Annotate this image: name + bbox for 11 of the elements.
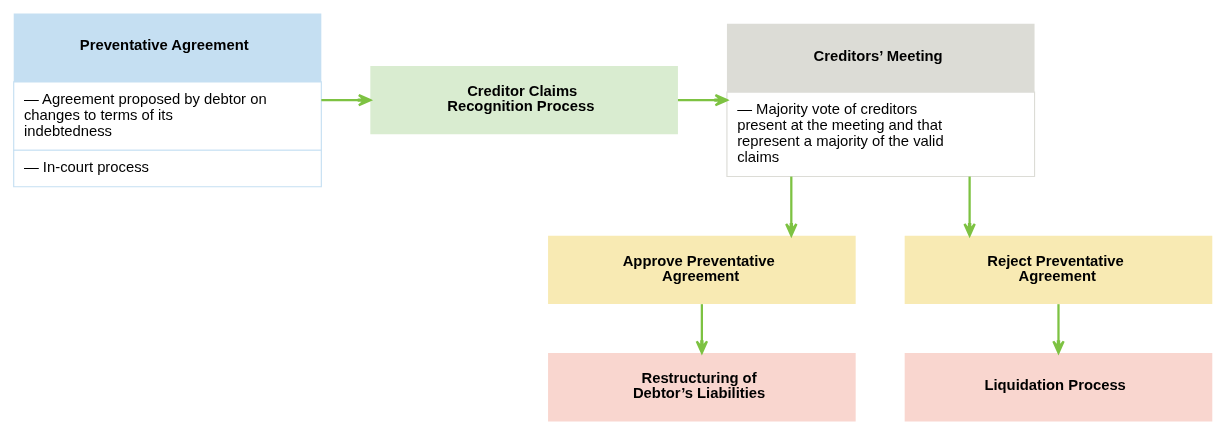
node-box: Restructuring of Debtor’s Liabilities [548, 353, 856, 422]
node-box: Creditor Claims Recognition Process [370, 65, 678, 135]
arrow [321, 93, 372, 107]
arrow [1052, 304, 1065, 354]
node-box: Approve Preventative Agreement [548, 235, 856, 305]
node-box: Liquidation Process [904, 353, 1213, 422]
arrow [677, 93, 728, 107]
arrow [963, 176, 976, 237]
arrow [695, 304, 709, 354]
node-box: Reject Preventative Agreement [904, 235, 1213, 305]
arrow [785, 176, 798, 237]
